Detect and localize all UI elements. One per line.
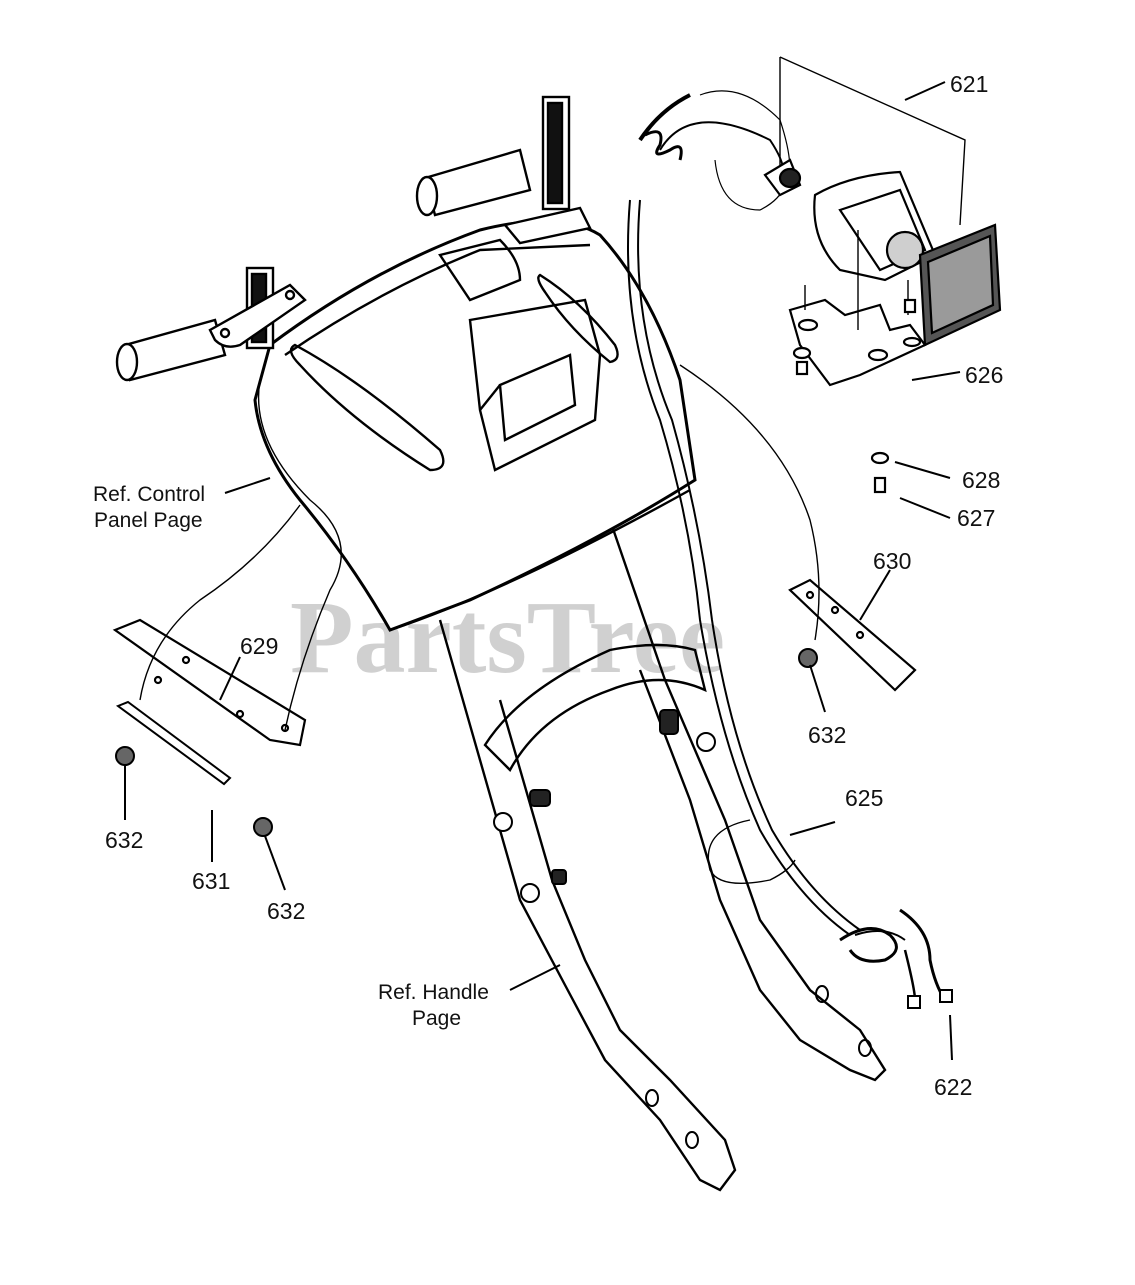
reference-labels: Ref. Control Panel Page Ref. Handle Page [93, 483, 489, 1030]
frame-bolts [493, 709, 716, 903]
watermark: PartsTree [290, 580, 725, 695]
callout-632-center: 632 [808, 722, 846, 748]
callout-626: 626 [965, 362, 1003, 388]
leader-lines [124, 81, 961, 1061]
strip-631 [115, 700, 232, 786]
callout-629: 629 [240, 633, 278, 659]
handle-frame [438, 519, 887, 1192]
bracket-629 [112, 618, 307, 747]
callout-631: 631 [192, 868, 230, 894]
bracket-630 [788, 578, 917, 692]
ref-control-panel-line1: Ref. Control [93, 483, 205, 506]
ref-control-panel-line2: Panel Page [94, 509, 203, 532]
callout-627: 627 [957, 505, 995, 531]
callout-632-right: 632 [267, 898, 305, 924]
callout-630: 630 [873, 548, 911, 574]
callouts: 621 626 628 627 630 629 632 625 632 631 … [105, 71, 1003, 1100]
control-panel [115, 95, 697, 632]
callout-632-left: 632 [105, 827, 143, 853]
callout-621: 621 [950, 71, 988, 97]
ref-handle-line2: Page [412, 1007, 461, 1030]
headlight-assembly [763, 56, 1002, 347]
callout-625: 625 [845, 785, 883, 811]
bracket-626 [788, 230, 927, 494]
handle-holes [645, 985, 872, 1149]
ref-handle-line1: Ref. Handle [378, 981, 489, 1004]
nuts-632 [115, 648, 818, 837]
callout-622: 622 [934, 1074, 972, 1100]
callout-628: 628 [962, 467, 1000, 493]
assembly-lines [139, 364, 820, 731]
